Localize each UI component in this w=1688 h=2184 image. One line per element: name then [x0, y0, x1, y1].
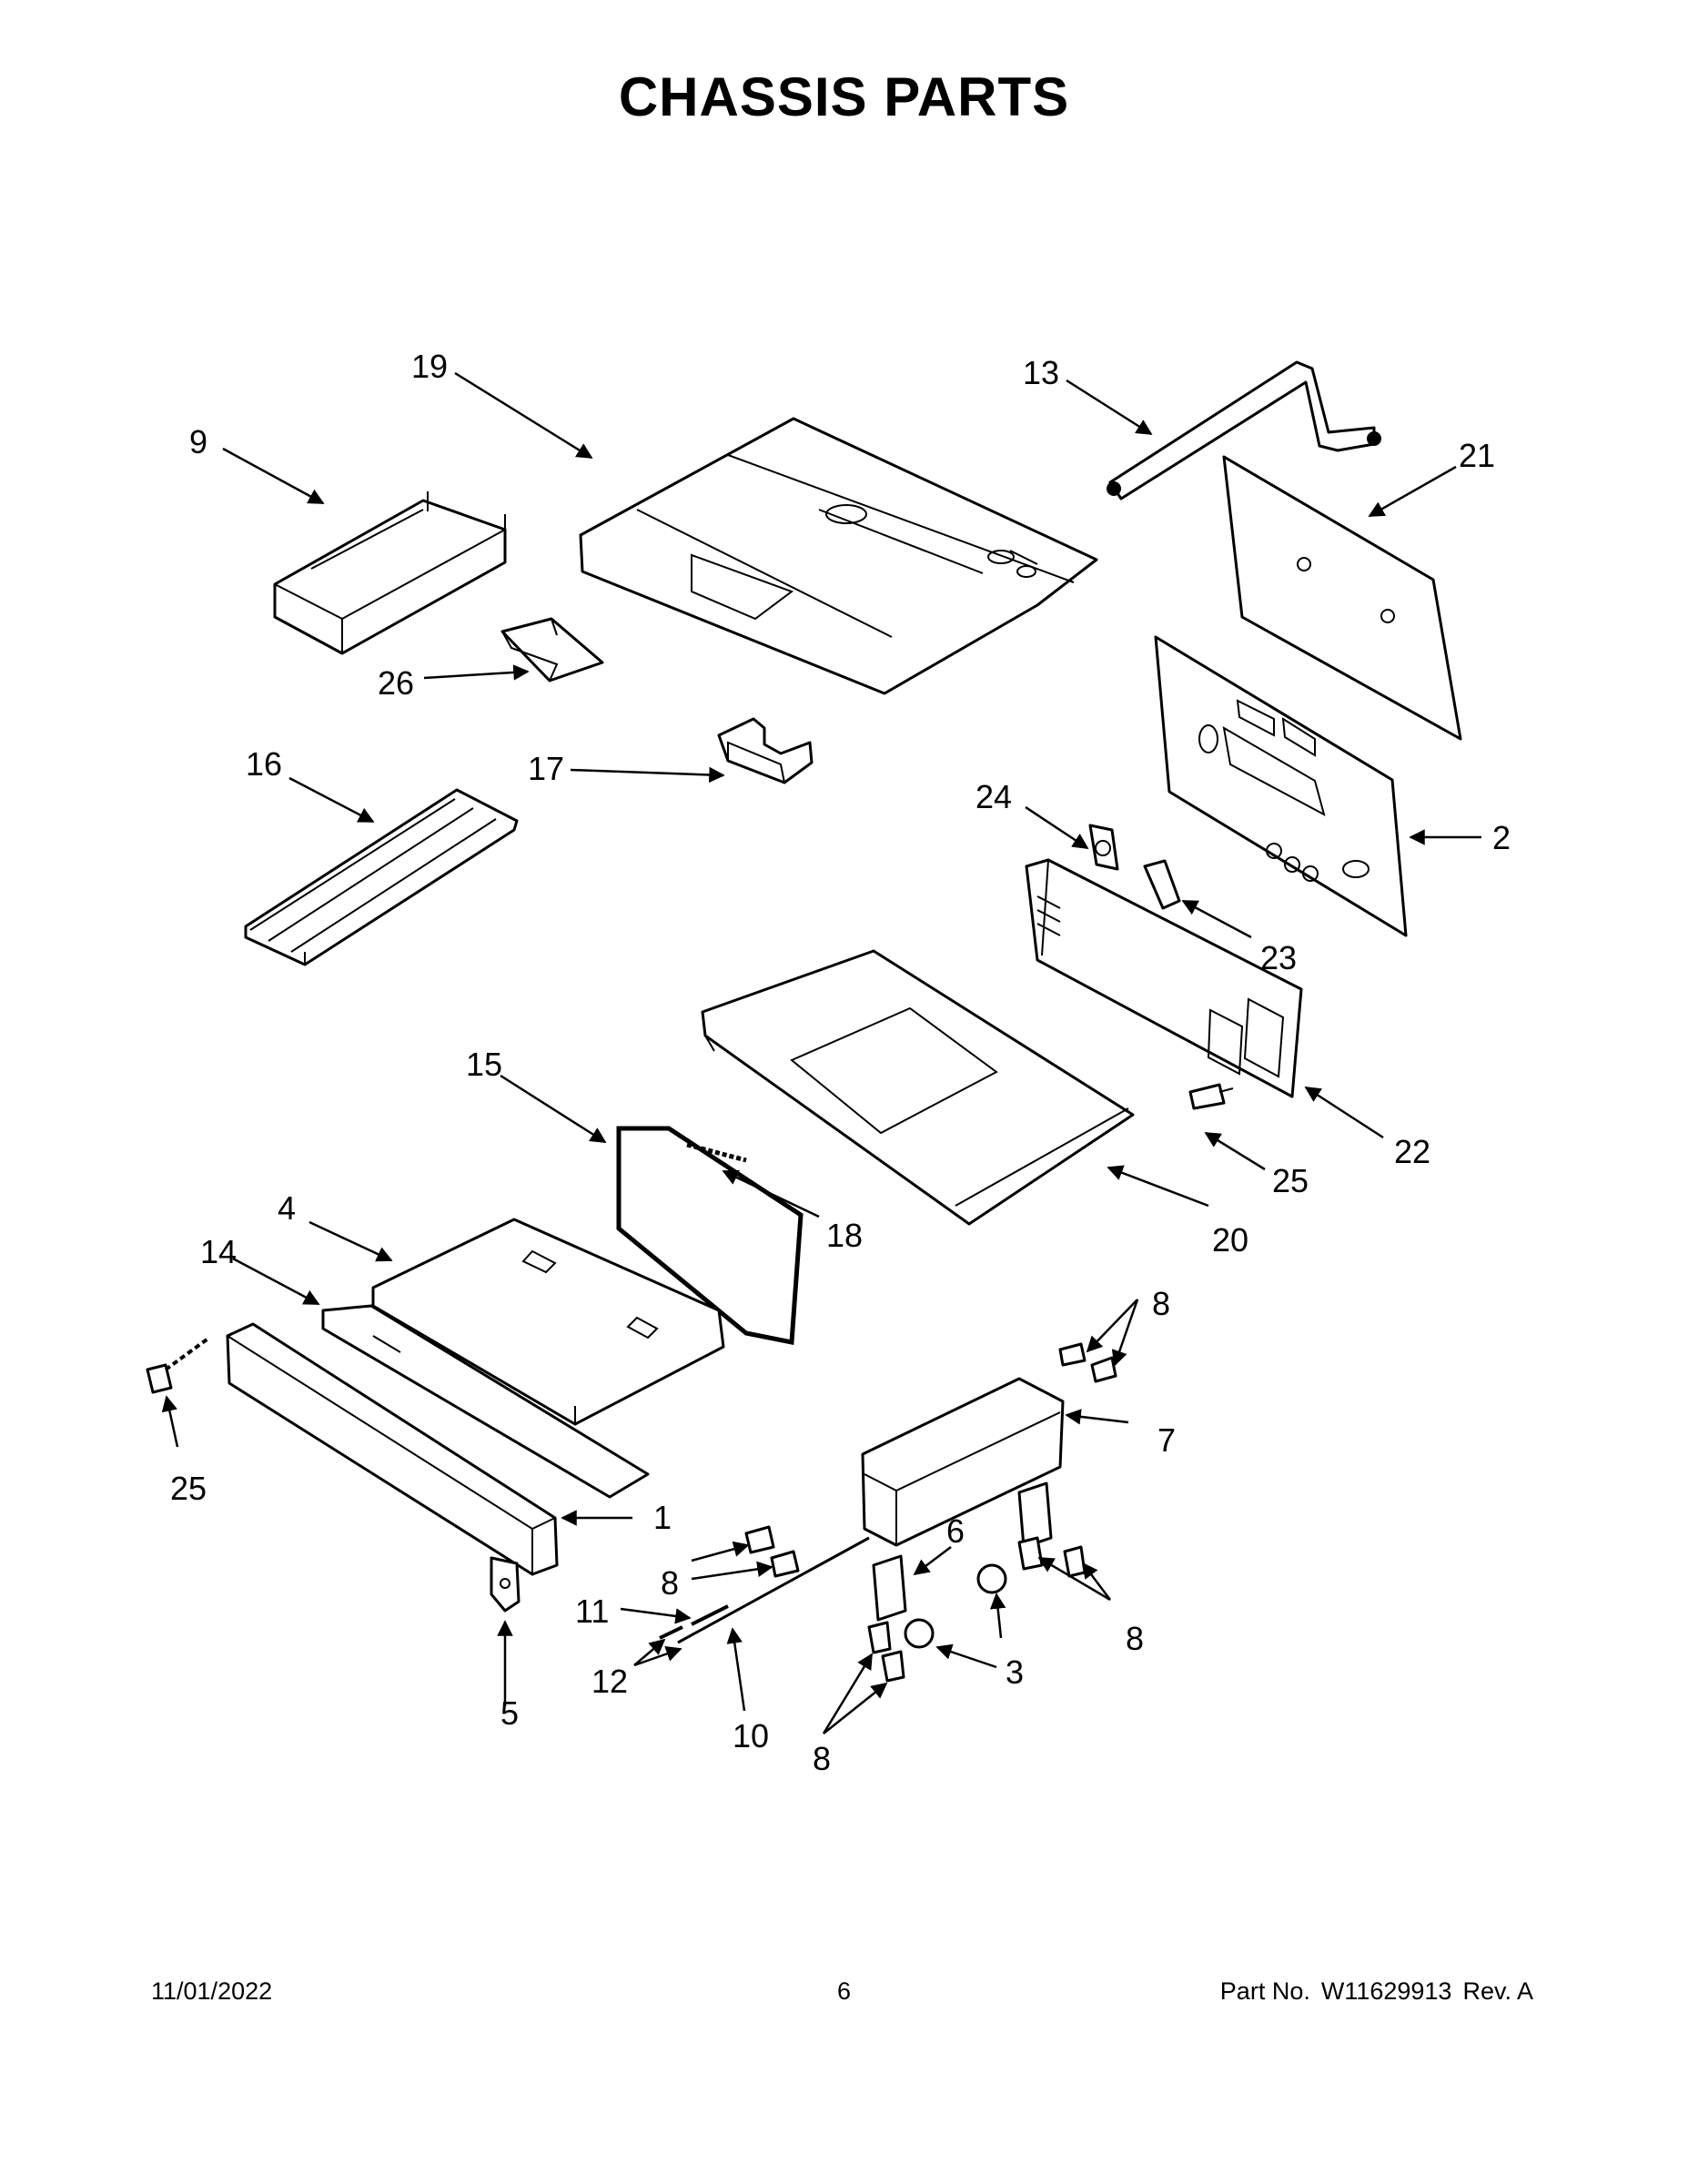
callout-3: 3: [1006, 1653, 1024, 1691]
footer-date: 11/01/2022: [151, 1977, 273, 2005]
part-20-floor-tray[interactable]: [701, 949, 1135, 1226]
footer-page-number: 6: [836, 1977, 852, 2005]
part-19-top-panel[interactable]: [579, 417, 1098, 695]
part-11-pin[interactable]: [691, 1604, 729, 1626]
callout-16: 16: [246, 745, 282, 783]
callout-22: 22: [1394, 1133, 1430, 1170]
part-21-rear-sheet[interactable]: [1222, 455, 1462, 741]
callout-23: 23: [1260, 939, 1297, 976]
callout-13: 13: [1023, 354, 1059, 391]
part-18-strip[interactable]: [686, 1142, 747, 1163]
part-4-bottom-panel[interactable]: [371, 1218, 725, 1426]
part-24-valve[interactable]: [1088, 824, 1119, 871]
callout-11: 11: [575, 1592, 609, 1630]
part-12-pin[interactable]: [659, 1625, 683, 1640]
callout-labels: 19 9 26 16 17 13 21 2 24 23 22 25 15 18 …: [170, 348, 1511, 1777]
callout-2: 2: [1492, 819, 1511, 856]
part-6-leg[interactable]: [872, 1481, 1053, 1622]
callout-9: 9: [189, 423, 207, 460]
footer-part-number: W11629913: [1320, 1977, 1452, 2005]
part-10-rod[interactable]: [677, 1536, 870, 1644]
callout-19: 19: [411, 348, 448, 385]
footer-part-label: Part No.: [1219, 1977, 1310, 2005]
callout-12: 12: [591, 1663, 628, 1700]
part-5-bracket[interactable]: [490, 1556, 521, 1613]
callout-26: 26: [378, 664, 414, 702]
part-2-back-panel[interactable]: [1154, 635, 1408, 937]
leader-lines: [161, 371, 1481, 1734]
callout-20: 20: [1212, 1221, 1248, 1259]
part-22-control-housing[interactable]: [1025, 858, 1303, 1098]
callout-6: 6: [946, 1512, 965, 1550]
footer-revision: Rev. A: [1462, 1977, 1533, 2005]
part-9-tray[interactable]: [273, 491, 507, 655]
part-16-channel[interactable]: [244, 788, 519, 966]
callout-15: 15: [466, 1046, 502, 1083]
part-23-clip[interactable]: [1143, 859, 1181, 910]
callout-7: 7: [1157, 1421, 1176, 1459]
page-title: CHASSIS PARTS: [618, 66, 1070, 127]
callout-8-left: 8: [661, 1564, 679, 1602]
callout-14: 14: [200, 1233, 237, 1270]
part-7-leg-frame[interactable]: [861, 1377, 1065, 1547]
callout-25-left: 25: [170, 1470, 207, 1507]
part-8-screws[interactable]: [744, 1342, 1117, 1683]
part-26-bracket[interactable]: [500, 617, 604, 682]
callout-21: 21: [1459, 437, 1495, 474]
part-25-screw-right[interactable]: [1188, 1083, 1234, 1110]
callout-5: 5: [500, 1694, 519, 1732]
part-17-bracket[interactable]: [717, 717, 814, 784]
part-25-screw-left[interactable]: [146, 1336, 211, 1394]
callout-1: 1: [653, 1499, 672, 1536]
part-3-caster[interactable]: [904, 1563, 1007, 1649]
part-14-front-strip[interactable]: [321, 1304, 650, 1499]
callout-25-right: 25: [1272, 1162, 1309, 1199]
callout-18: 18: [826, 1217, 863, 1254]
footer-part-info: Part No. W11629913 Rev. A: [1209, 1977, 1533, 2006]
callout-10: 10: [733, 1717, 769, 1754]
callout-8-bottom: 8: [813, 1740, 831, 1777]
callout-8-right: 8: [1126, 1620, 1144, 1657]
part-13-gas-tube[interactable]: [1107, 360, 1381, 500]
callout-17: 17: [528, 750, 564, 787]
callout-24: 24: [975, 778, 1012, 815]
part-15-gasket[interactable]: [616, 1126, 804, 1346]
callout-4: 4: [278, 1189, 296, 1227]
callout-8-top: 8: [1152, 1285, 1170, 1322]
part-1-kick-panel[interactable]: [226, 1322, 559, 1576]
